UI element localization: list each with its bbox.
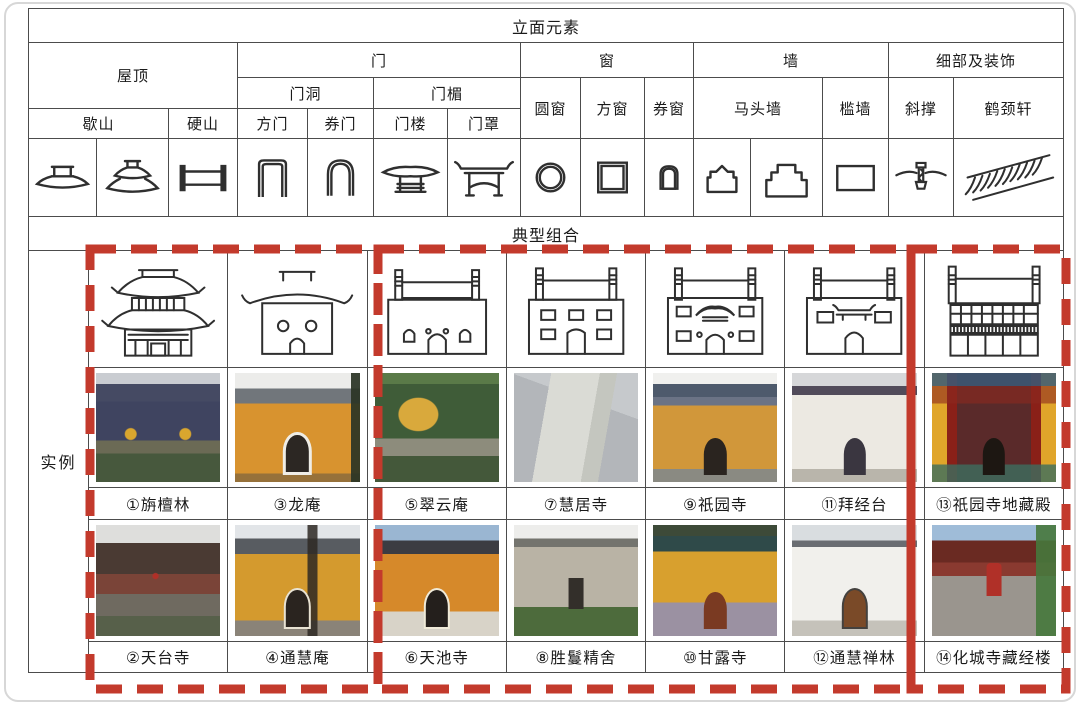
example-label-5: ⑤翠云庵: [367, 488, 507, 520]
subgroup-header-door-lintel: 门楣: [374, 78, 521, 109]
example-label-8: ⑧胜鬘精舍: [506, 642, 647, 673]
leaf-header-square-door: 方门: [238, 109, 308, 139]
example-label-14: ⑭化城寺藏经楼: [924, 642, 1064, 673]
photo-qiyuansi-dizangdian-image: [931, 373, 1056, 482]
typical-combination-table: 实例: [28, 250, 1064, 673]
round-window-icon: [521, 139, 581, 217]
yingshan-roof-icon: [169, 139, 238, 217]
combo-sketch-2-gable-round-windows-arch-door: [228, 250, 368, 368]
group-header-window: 窗: [521, 43, 694, 78]
combo-sketch-4-flat-facade-square-windows: [506, 250, 647, 368]
example-label-10: ⑩甘露寺: [646, 642, 786, 673]
leaf-header-arched-door: 券门: [308, 109, 374, 139]
photo-zhantanlin: [89, 368, 229, 488]
group-header-wall: 墙: [694, 43, 889, 78]
leaf-header-diagonal-brace: 斜撑: [889, 78, 954, 139]
leaf-header-gate-tower: 门楼: [374, 109, 448, 139]
leaf-header-arched-window: 券窗: [645, 78, 694, 139]
leaf-header-square-window: 方窗: [581, 78, 645, 139]
example-label-3: ③龙庵: [228, 488, 368, 520]
leaf-header-round-window: 圆窗: [521, 78, 581, 139]
example-label-2: ②天台寺: [89, 642, 229, 673]
xieshan-roof-icon-1: [29, 139, 97, 217]
photo-tiantaisi: [89, 520, 229, 642]
photo-tianchisi: [367, 520, 507, 642]
facade-elements-table: 立面元素 屋顶 门 窗 墙 细部及装饰 门洞 门楣 歇山 硬山 方门 券门 门楼…: [28, 8, 1064, 251]
arched-door-icon: [308, 139, 374, 217]
horsehead-wall-icon-1: [694, 139, 751, 217]
sill-wall-icon: [823, 139, 889, 217]
photo-tonghuian-image: [235, 525, 360, 636]
example-label-1: ①旃檀林: [89, 488, 229, 520]
photo-huijusi: [506, 368, 647, 488]
horsehead-wall-icon-2: [751, 139, 823, 217]
photo-ganlusi: [646, 520, 786, 642]
photo-longan-image: [235, 373, 360, 482]
photo-zhantanlin-image: [96, 373, 221, 482]
leaf-header-crane-neck-eave: 鹤颈轩: [954, 78, 1064, 139]
leaf-header-xieshan-roof: 歇山: [29, 109, 169, 139]
leaf-header-sill-wall: 槛墙: [823, 78, 889, 139]
photo-qiyuansi-dizangdian: [924, 368, 1064, 488]
photo-tonghui-chanlin: [785, 520, 925, 642]
section-title-typical-combinations: 典型组合: [29, 217, 1064, 251]
crane-neck-eave-icon: [954, 139, 1064, 217]
leaf-header-door-canopy: 门罩: [448, 109, 521, 139]
photo-qiyuansi-image: [653, 373, 778, 482]
gate-tower-icon: [374, 139, 448, 217]
photo-shengman-jingshe: [506, 520, 647, 642]
photo-huachengsi-cangjinglou: [924, 520, 1064, 642]
photo-shengman-jingshe-image: [513, 525, 639, 636]
group-header-door: 门: [238, 43, 521, 78]
combo-sketch-3-horsehead-facade-arched-windows: [367, 250, 507, 368]
photo-cuiyunan-image: [374, 373, 499, 482]
photo-huachengsi-cangjinglou-image: [931, 525, 1056, 636]
leaf-header-yingshan-roof: 硬山: [169, 109, 238, 139]
photo-baijingtai-image: [792, 373, 917, 482]
arched-window-icon: [645, 139, 694, 217]
photo-huijusi-image: [513, 373, 639, 482]
diagonal-brace-icon: [889, 139, 954, 217]
photo-qiyuansi: [646, 368, 786, 488]
subgroup-header-door-opening: 门洞: [238, 78, 374, 109]
example-label-12: ⑫通慧禅林: [785, 642, 925, 673]
photo-baijingtai: [785, 368, 925, 488]
photo-tiantaisi-image: [96, 525, 221, 636]
photo-tonghuian: [228, 520, 368, 642]
combo-sketch-7-lattice-bay-facade: [924, 250, 1064, 368]
group-header-detail-decoration: 细部及装饰: [889, 43, 1064, 78]
leaf-header-horsehead-wall: 马头墙: [694, 78, 823, 139]
photo-longan: [228, 368, 368, 488]
photo-ganlusi-image: [653, 525, 778, 636]
group-header-roof: 屋顶: [29, 43, 238, 109]
row-label-examples: 实例: [29, 250, 89, 673]
square-door-icon: [238, 139, 308, 217]
example-label-7: ⑦慧居寺: [506, 488, 647, 520]
example-label-4: ④通慧庵: [228, 642, 368, 673]
example-label-11: ⑪拜经台: [785, 488, 925, 520]
combo-sketch-1-two-tier-xieshan-hall: [89, 250, 229, 368]
square-window-icon: [581, 139, 645, 217]
photo-cuiyunan: [367, 368, 507, 488]
example-label-9: ⑨祇园寺: [646, 488, 786, 520]
section-title-facade-elements: 立面元素: [29, 9, 1064, 43]
example-label-13: ⑬祇园寺地藏殿: [924, 488, 1064, 520]
door-canopy-icon: [448, 139, 521, 217]
example-label-6: ⑥天池寺: [367, 642, 507, 673]
xieshan-roof-icon-2: [97, 139, 169, 217]
combo-sketch-5-facade-with-gate-tower-canopy: [646, 250, 786, 368]
photo-tonghui-chanlin-image: [792, 525, 917, 636]
combo-sketch-6-facade-with-door-canopy: [785, 250, 925, 368]
photo-tianchisi-image: [374, 525, 499, 636]
